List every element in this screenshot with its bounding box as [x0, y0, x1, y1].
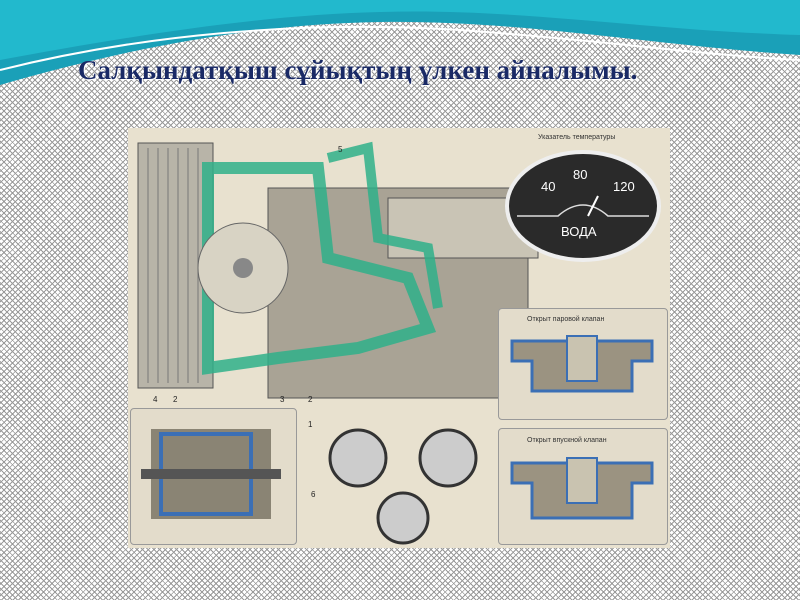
callout-2b: 2: [308, 395, 313, 404]
intake-valve-caption: Открыт впускной клапан: [527, 437, 607, 444]
gauge-caption: Указатель температуры: [538, 134, 616, 141]
water-pump-inset: [130, 408, 297, 545]
slide-title: Салқындатқыш сұйықтың үлкен айналымы.: [78, 55, 638, 85]
engine-drawing: [137, 141, 539, 399]
gauge-tick-120: 120: [613, 179, 635, 194]
header-wave-decoration: [0, 0, 800, 85]
callout-1: 1: [308, 420, 313, 429]
belt-drive-drawing: [328, 428, 478, 545]
temperature-gauge: 40 80 120 ВОДА: [505, 150, 661, 262]
intake-valve-inset: Открыт впускной клапан: [498, 428, 668, 545]
callout-6: 6: [311, 490, 316, 499]
steam-valve-caption: Открыт паровой клапан: [527, 316, 605, 323]
callout-2a: 2: [173, 395, 178, 404]
gauge-tick-40: 40: [541, 179, 555, 194]
gauge-label: ВОДА: [561, 224, 597, 239]
callout-3: 3: [280, 395, 285, 404]
callout-5: 5: [338, 145, 343, 154]
gauge-tick-80: 80: [573, 167, 587, 182]
steam-valve-inset: Открыт паровой клапан: [498, 308, 668, 420]
cooling-system-illustration: 5 4 2 3 2 1 6 Указатель температуры 40 8…: [128, 128, 670, 548]
callout-4: 4: [153, 395, 158, 404]
